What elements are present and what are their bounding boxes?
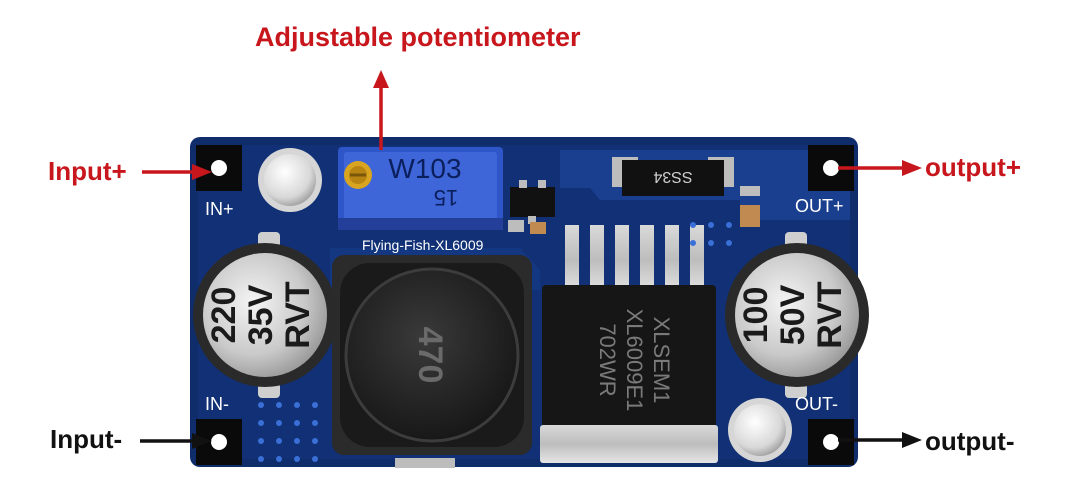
input-cap-line-1: 220	[205, 287, 243, 344]
arrow-output-minus	[838, 432, 922, 448]
callout-output-minus: output-	[925, 426, 1015, 456]
arrow-input-minus	[140, 433, 212, 449]
callout-output-plus: output+	[925, 152, 1022, 182]
inductor	[332, 255, 532, 455]
output-cap-line-2: 50V	[774, 284, 812, 345]
input-capacitor	[193, 232, 337, 398]
output-cap-line-3: RVT	[811, 281, 849, 349]
input-cap-line-2: 35V	[242, 284, 280, 345]
arrow-potentiometer	[373, 70, 389, 150]
diode	[612, 157, 734, 196]
arrow-input-plus	[142, 164, 212, 180]
callout-input-minus: Input-	[50, 424, 123, 454]
ic-chip	[540, 285, 718, 463]
silk-in-plus: IN+	[205, 199, 234, 219]
output-capacitor	[725, 232, 869, 398]
mounting-hole-bottom	[728, 398, 792, 462]
diode-label: SS34	[653, 168, 692, 185]
ic-line-2: XL6009E1	[622, 309, 647, 412]
pad-output-minus	[808, 419, 854, 465]
pad-input-plus	[196, 145, 242, 191]
silk-in-minus: IN-	[205, 394, 229, 414]
silk-out-plus: OUT+	[795, 196, 844, 216]
potentiometer-code: W103	[388, 153, 461, 184]
board-brand: Flying-Fish-XL6009	[362, 237, 484, 253]
input-cap-line-3: RVT	[279, 281, 317, 349]
silk-out-minus: OUT-	[795, 394, 838, 414]
arrow-output-plus	[838, 160, 922, 176]
potentiometer-sub: 15	[434, 185, 458, 210]
ic-line-3: 702WR	[595, 323, 620, 396]
inductor-label: 470	[411, 327, 449, 384]
ic-line-1: XLSEM1	[649, 317, 674, 404]
potentiometer	[338, 147, 503, 230]
callout-input-plus: Input+	[48, 156, 127, 186]
output-cap-line-1: 100	[737, 287, 775, 344]
callout-potentiometer: Adjustable potentiometer	[255, 22, 581, 52]
mounting-hole-top	[258, 148, 322, 212]
